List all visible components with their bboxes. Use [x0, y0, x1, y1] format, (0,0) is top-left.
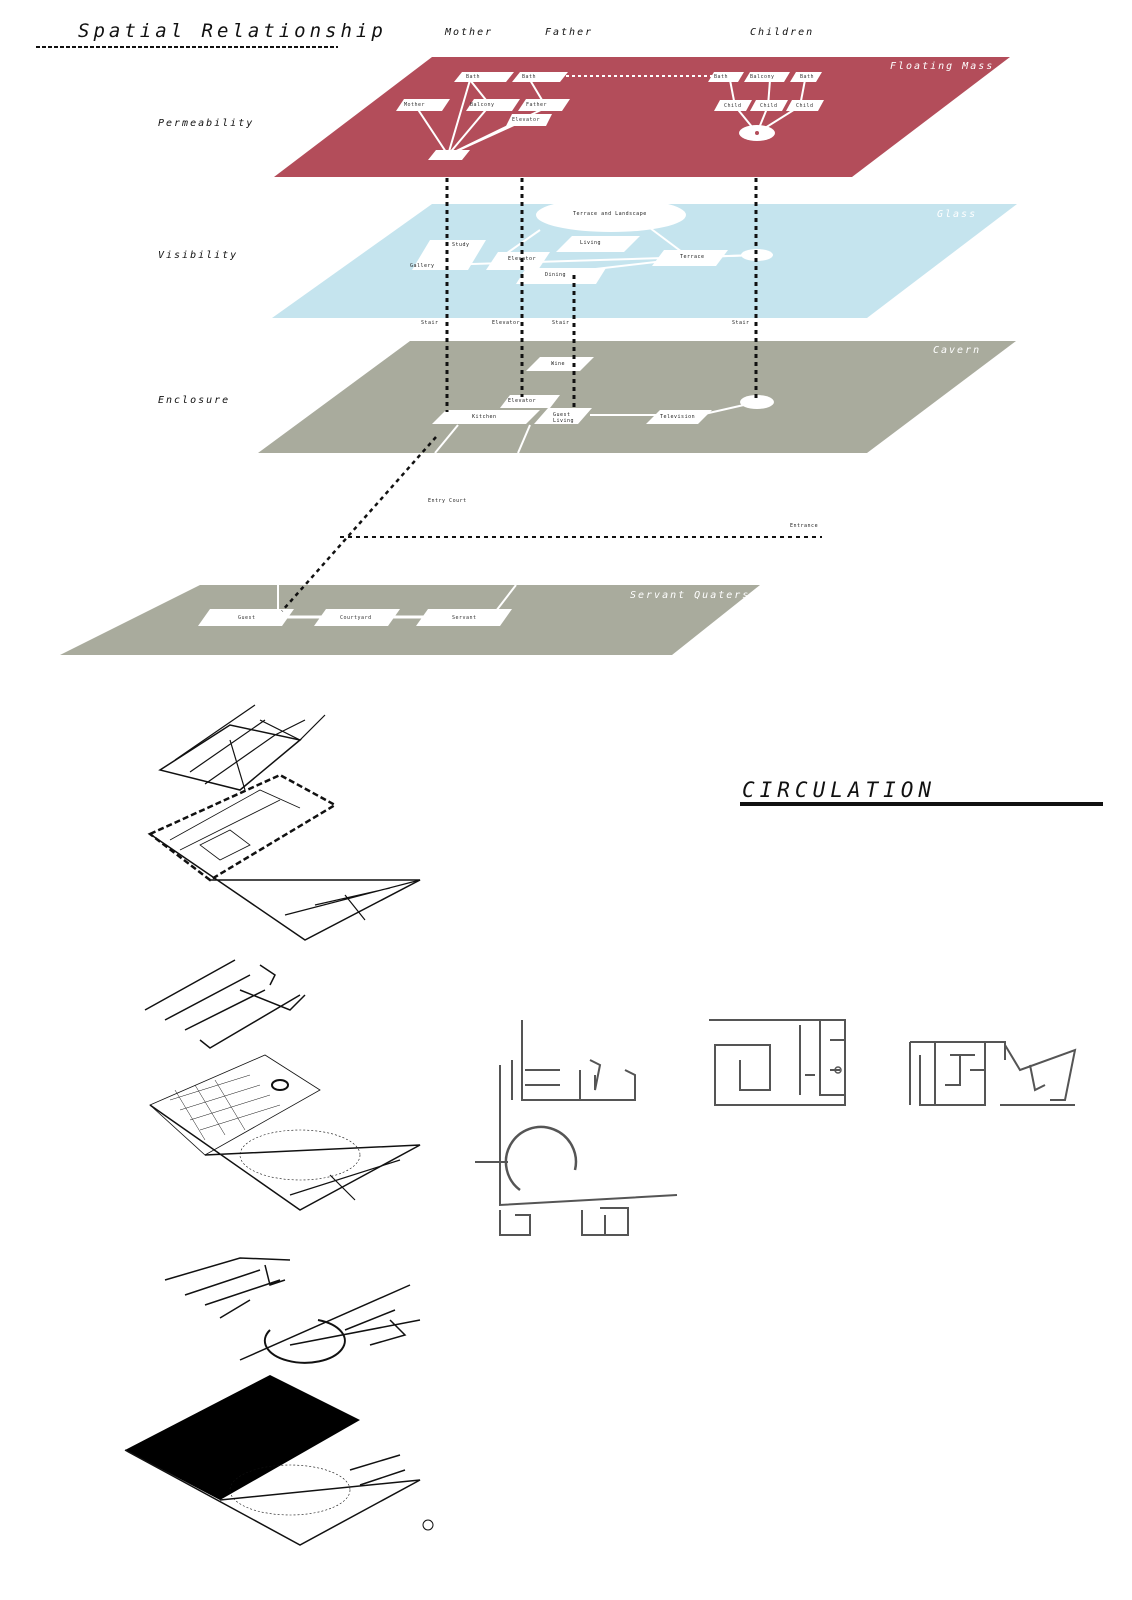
room-label-guest-living: Guest Living: [553, 412, 575, 424]
room-label-kitchen: Kitchen: [472, 414, 497, 420]
axon-group-2: [144, 959, 421, 1211]
connector-label-stair-1: Stair: [421, 320, 439, 326]
axon-group-1: [147, 704, 421, 941]
plane-label-floating-mass: Floating Mass: [890, 61, 995, 72]
room-label-child-1: Child: [724, 103, 742, 109]
room-label-balcony-children: Balcony: [750, 74, 775, 80]
room-label-wine: Wine: [551, 361, 566, 367]
vertical-connectors: [281, 178, 822, 612]
room-label-gallery: Gallery: [410, 263, 435, 269]
plane-label-cavern: Cavern: [933, 345, 982, 356]
servant-network: [198, 584, 517, 626]
column-label-mother: Mother: [445, 27, 494, 38]
room-label-television: Television: [660, 414, 696, 420]
layer-label-permeability: Permeability: [158, 118, 255, 129]
room-label-elevator-glass: Elevator: [508, 256, 537, 262]
room-label-bath-children-1: Bath: [714, 74, 729, 80]
connector-label-stair-3: Stair: [732, 320, 750, 326]
plane-label-glass: Glass: [937, 209, 978, 220]
room-label-mother: Mother: [404, 102, 426, 108]
column-label-children: Children: [750, 27, 815, 38]
room-label-guest: Guest: [238, 615, 256, 621]
label-entry-court: Entry Court: [428, 498, 467, 504]
room-label-bath-children-2: Bath: [800, 74, 815, 80]
floating-mass-network: [396, 72, 824, 160]
plan-diagram-2: [709, 1019, 846, 1106]
layer-label-enclosure: Enclosure: [158, 395, 231, 406]
room-label-courtyard: Courtyard: [340, 615, 372, 621]
room-label-elevator-top: Elevator: [512, 117, 541, 123]
column-label-father: Father: [545, 27, 594, 38]
room-label-terrace-landscape: Terrace and Landscape: [573, 211, 647, 217]
floating-mass-plane: [274, 57, 1010, 177]
room-label-study: Study: [452, 242, 470, 248]
room-label-child-3: Child: [796, 103, 814, 109]
room-label-bath-father: Bath: [522, 74, 537, 80]
room-label-child-2: Child: [760, 103, 778, 109]
cavern-network: [432, 357, 774, 454]
cavern-plane: [258, 341, 1016, 453]
layer-label-visibility: Visibility: [158, 250, 239, 261]
connector-label-elevator: Elevator: [492, 320, 521, 326]
room-label-elevator-cavern: Elevator: [508, 398, 537, 404]
room-label-living: Living: [580, 240, 602, 246]
room-label-terrace: Terrace: [680, 254, 705, 260]
page-title: Spatial Relationship: [78, 20, 387, 42]
plane-label-servant-quarters: Servant Quaters: [630, 590, 751, 601]
room-label-father: Father: [526, 102, 548, 108]
axon-group-3: [124, 1257, 434, 1546]
label-entrance: Entrance: [790, 523, 819, 529]
glass-network: [412, 198, 773, 284]
circulation-title: CIRCULATION: [742, 778, 937, 802]
room-label-balcony-parents: Balcony: [470, 102, 495, 108]
glass-plane: [272, 204, 1017, 318]
room-label-servant: Servant: [452, 615, 477, 621]
connector-label-stair-2: Stair: [552, 320, 570, 326]
servant-quarters-plane: [60, 585, 760, 655]
plan-diagram-3: [909, 1041, 1077, 1106]
room-label-bath-mother: Bath: [466, 74, 481, 80]
room-label-dining: Dining: [545, 272, 567, 278]
plan-diagram-1: [475, 1020, 678, 1236]
